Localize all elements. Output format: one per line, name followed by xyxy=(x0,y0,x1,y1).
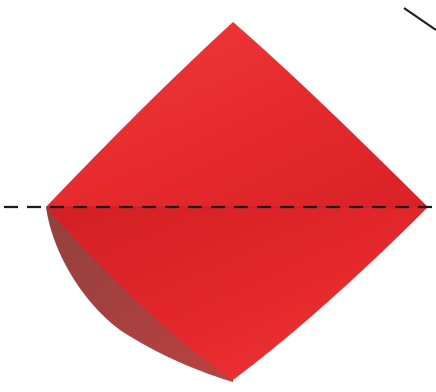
origami-step-illustration xyxy=(0,0,436,392)
origami-diagram xyxy=(0,0,436,392)
